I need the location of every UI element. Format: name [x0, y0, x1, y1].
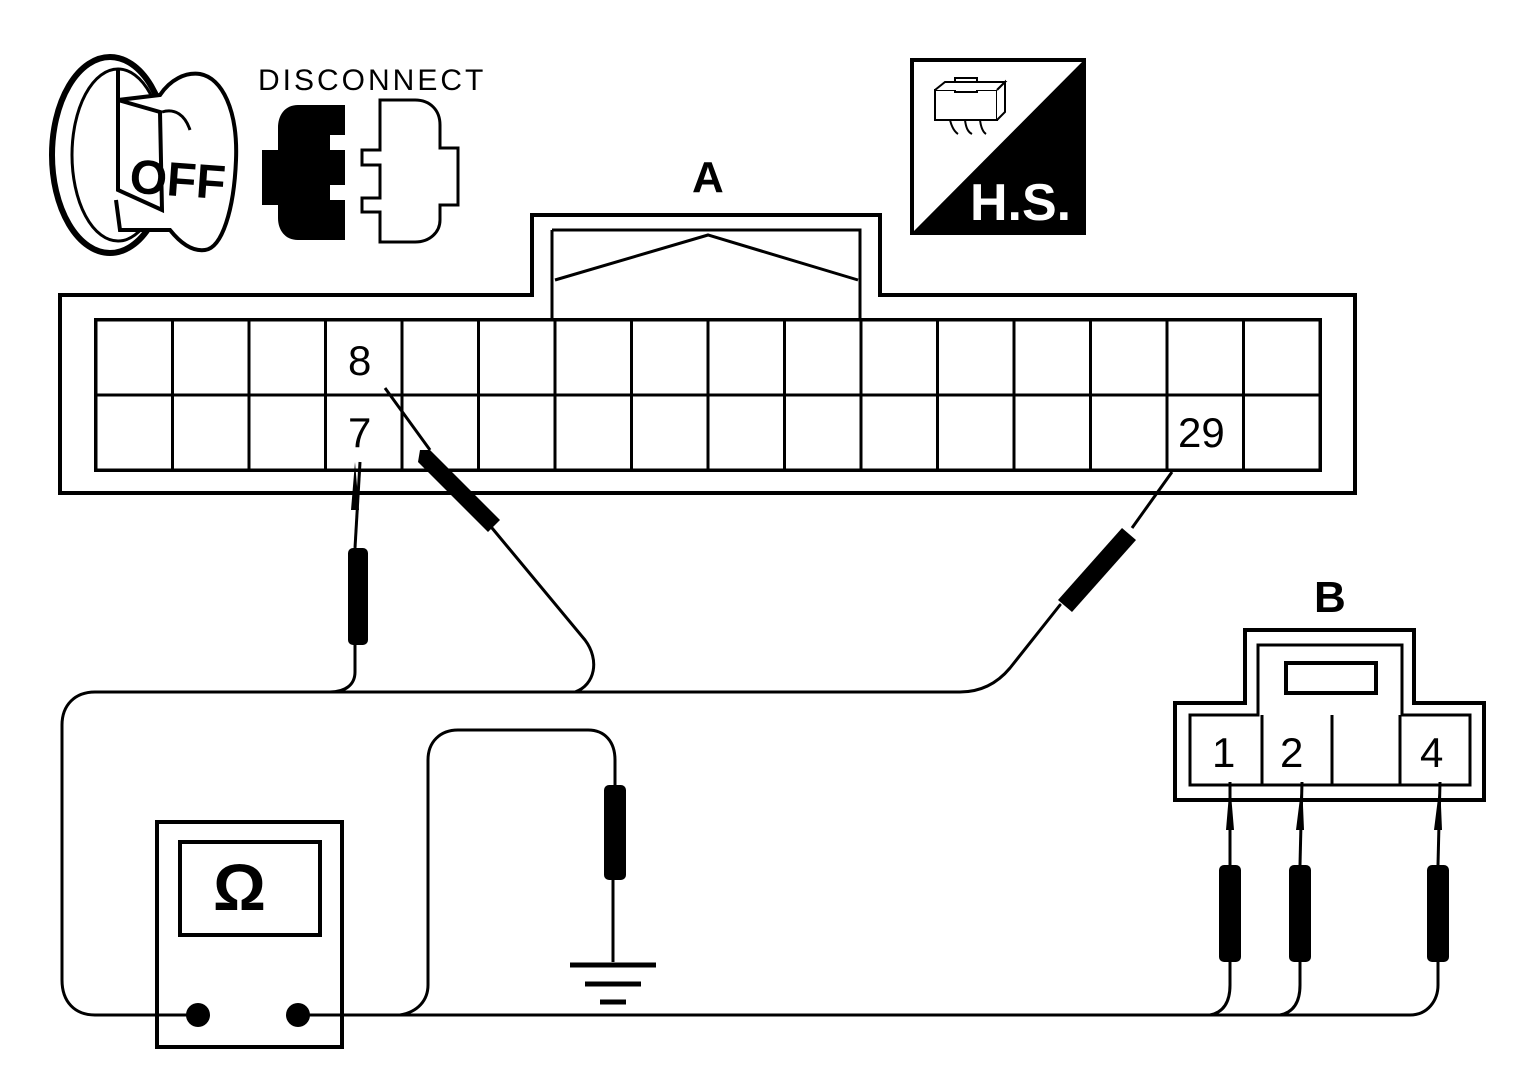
probe-pin-7 — [348, 461, 368, 645]
disconnect-label: DISCONNECT — [258, 64, 486, 97]
connector-a-cavity — [1089, 318, 1169, 397]
probe-b-pin-1 — [1219, 782, 1241, 962]
connector-b-pin-1: 1 — [1212, 729, 1235, 776]
connector-a-cavity — [1165, 318, 1245, 397]
connector-a-cavity — [94, 393, 174, 472]
connector-a-pin-7: 7 — [348, 409, 371, 456]
probe-b-pin-4 — [1427, 781, 1449, 962]
connector-a-cavity — [1012, 393, 1092, 472]
connector-a-cavity — [706, 393, 786, 472]
connector-a-cavity — [477, 393, 557, 472]
connector-a-cavity — [247, 393, 327, 472]
connector-a: A 8 7 29 — [58, 153, 1357, 495]
disconnect-connector-icon: DISCONNECT — [258, 64, 486, 244]
connector-a-cavity — [477, 318, 557, 397]
connector-a-cavity — [1242, 393, 1322, 472]
connector-a-cavity — [553, 393, 633, 472]
harness-side-icon: H.S. — [910, 58, 1086, 235]
connector-a-cavity — [1089, 393, 1169, 472]
ignition-off-key-icon: OFF — [49, 54, 239, 256]
connector-a-cavity — [1242, 318, 1322, 397]
connector-a-cavity — [247, 318, 327, 397]
connector-a-pin-29: 29 — [1178, 409, 1225, 456]
connector-a-cavity — [1012, 318, 1092, 397]
connector-a-cavity — [94, 318, 174, 397]
probes — [348, 387, 1449, 962]
connector-a-cavity — [783, 318, 863, 397]
ignition-off-label: OFF — [128, 151, 227, 211]
connector-b: B 1 2 4 — [1173, 573, 1486, 802]
connector-a-cavity — [400, 318, 480, 397]
connector-a-cavity — [1165, 393, 1245, 472]
connector-a-cavity — [324, 393, 404, 472]
connector-a-cavity — [630, 318, 710, 397]
ohmmeter: Ω — [155, 820, 344, 1049]
wires — [60, 526, 1440, 1017]
connector-a-cavity — [859, 393, 939, 472]
ohm-symbol: Ω — [213, 850, 266, 924]
connector-a-cavity — [171, 393, 251, 472]
connector-a-cavity — [783, 393, 863, 472]
probe-pin-8 — [383, 387, 500, 532]
connector-a-cavity — [936, 318, 1016, 397]
connector-b-label: B — [1314, 573, 1346, 622]
connector-a-cavity — [553, 318, 633, 397]
connector-a-cavity — [859, 318, 939, 397]
connector-a-cavity — [706, 318, 786, 397]
connector-a-cavity — [630, 393, 710, 472]
connector-a-pin-8: 8 — [348, 337, 371, 384]
probe-ground — [604, 785, 626, 962]
connector-a-cavity — [400, 393, 480, 472]
connector-b-pin-4: 4 — [1420, 729, 1443, 776]
connector-a-cavity — [936, 393, 1016, 472]
harness-side-label: H.S. — [970, 174, 1071, 232]
ground-symbol-icon — [570, 962, 656, 1005]
connector-b-pin-2: 2 — [1280, 729, 1303, 776]
connector-a-label: A — [692, 153, 724, 202]
connector-a-cavity — [171, 318, 251, 397]
probe-b-pin-2 — [1289, 781, 1311, 962]
probe-pin-29 — [1058, 471, 1174, 612]
